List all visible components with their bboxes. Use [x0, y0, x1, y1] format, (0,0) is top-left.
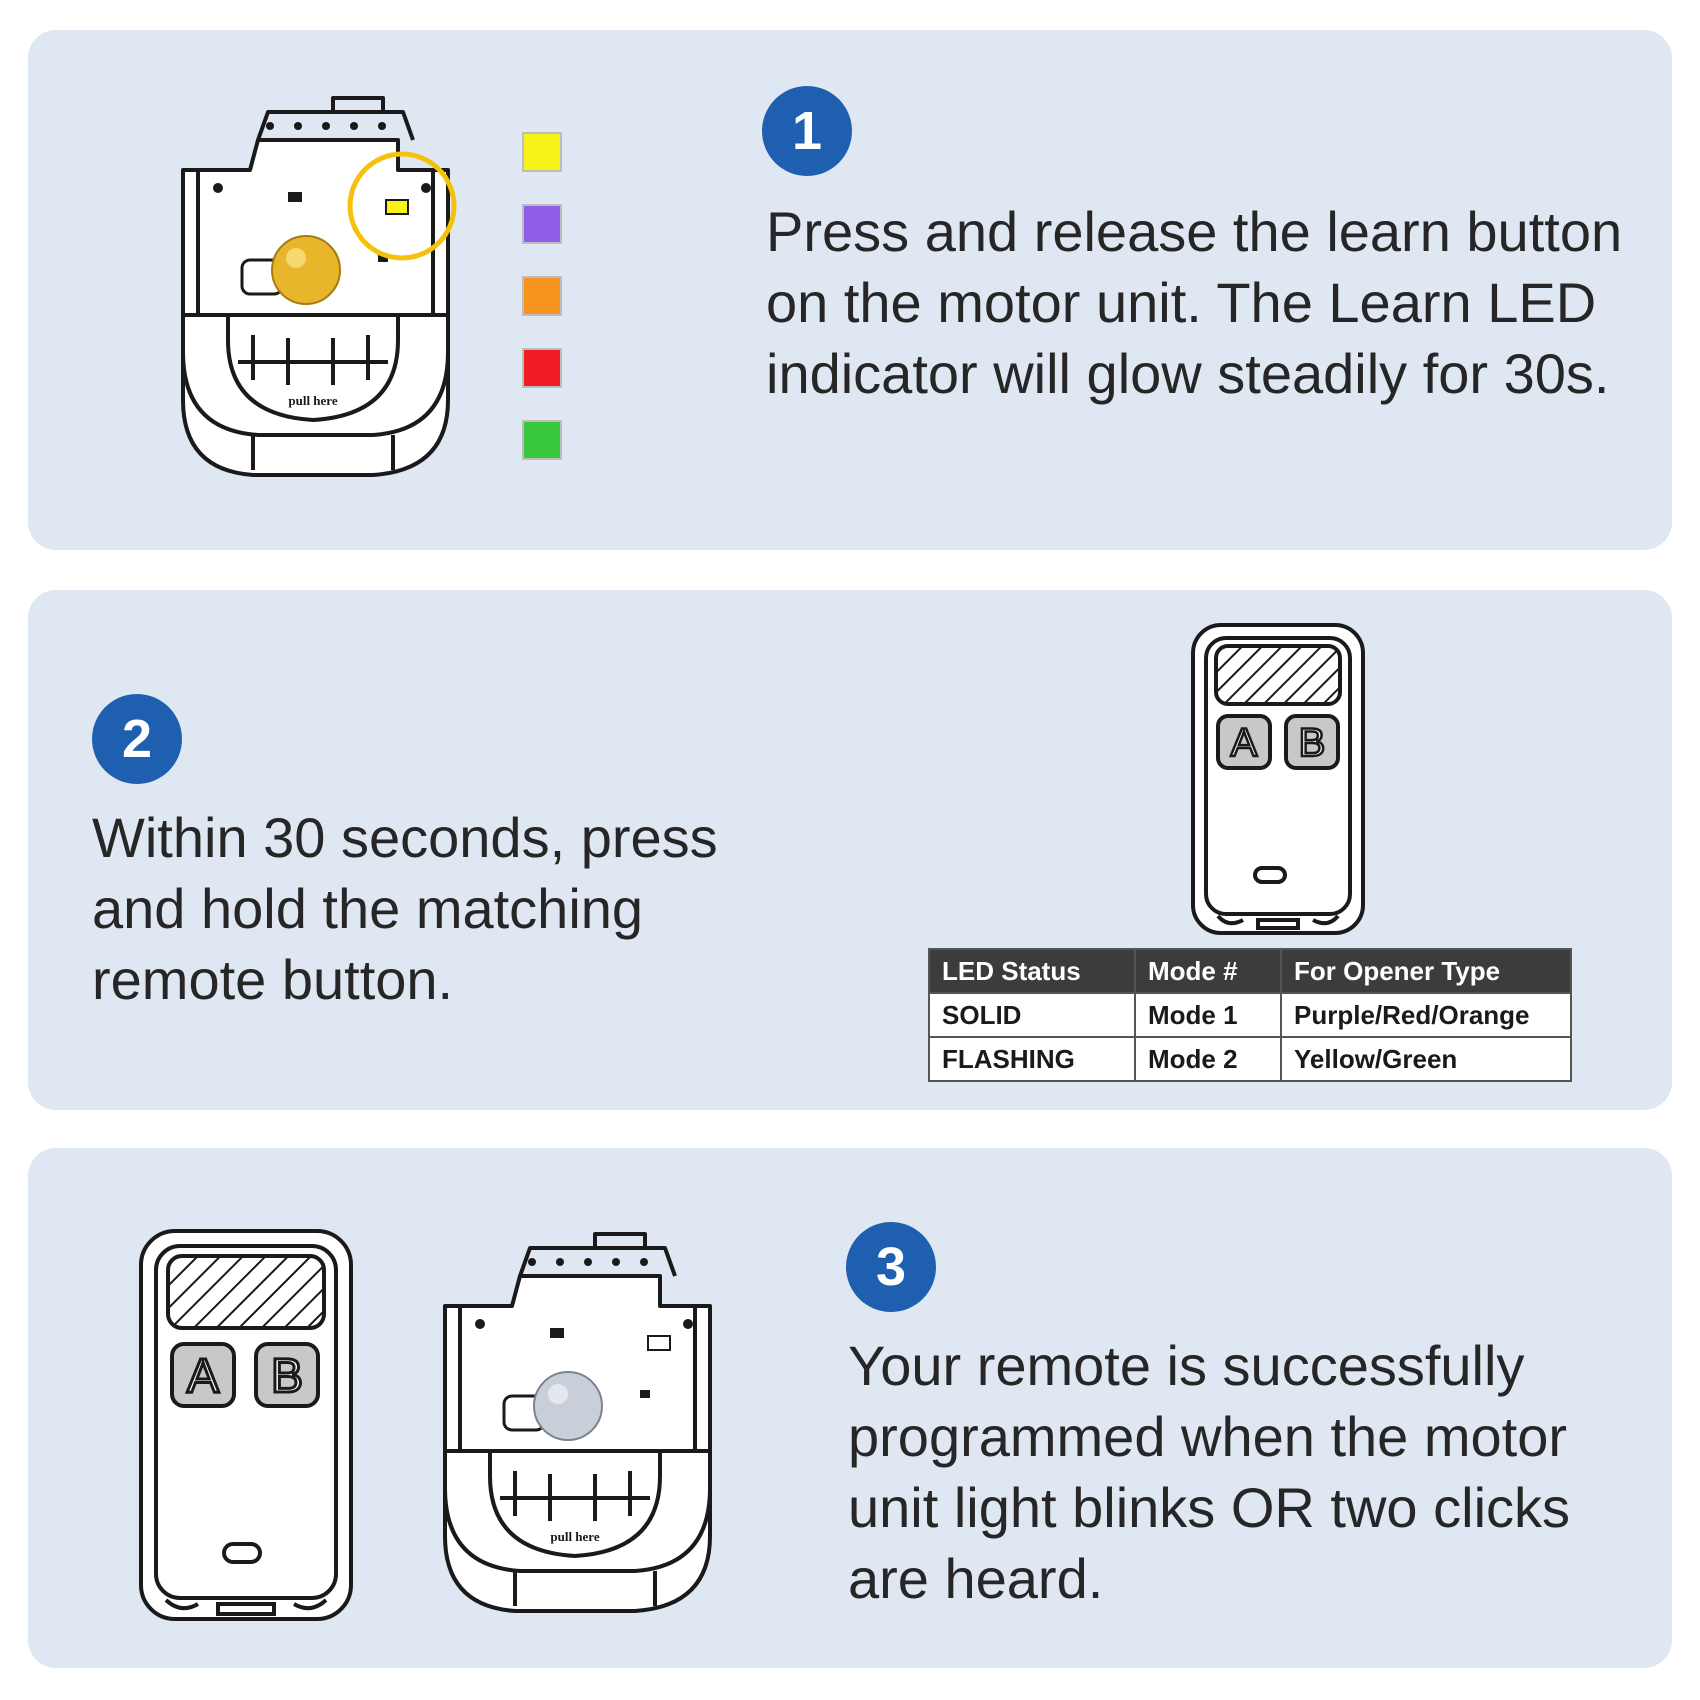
mode-cell: Mode 1 [1134, 992, 1282, 1038]
purple-learn-color-swatch [522, 204, 562, 244]
step-1-badge: 1 [762, 86, 852, 176]
table-header-row: LED Status Mode # For Opener Type [928, 948, 1572, 994]
led-mode-table: LED Status Mode # For Opener Type SOLID … [928, 948, 1572, 1082]
step-2-panel: 2 Within 30 seconds, press and hold the … [28, 590, 1672, 1110]
button-b: B [1284, 714, 1340, 770]
opener-type-cell: Purple/Red/Orange [1280, 992, 1572, 1038]
header-mode: Mode # [1134, 948, 1282, 994]
remote-illustration: A B [1191, 623, 1365, 935]
red-learn-color-swatch [522, 348, 562, 388]
table-row: SOLID Mode 1 Purple/Red/Orange [928, 992, 1572, 1038]
svg-text:A: A [187, 1350, 219, 1403]
step-1-instruction: Press and release the learn button on th… [766, 200, 1623, 405]
step-3-badge: 3 [846, 1222, 936, 1312]
motor-unit-illustration: pull here [181, 96, 457, 477]
button-a: A [1216, 714, 1272, 770]
pull-here-label: pull here [550, 1529, 599, 1544]
svg-text:A: A [1231, 721, 1258, 765]
learn-button-ring [347, 151, 457, 261]
pull-here-label: pull here [288, 393, 337, 408]
learn-button-highlight [385, 199, 409, 215]
step-1-panel: pull here 1 Press and release the learn … [28, 30, 1672, 550]
green-learn-color-swatch [522, 420, 562, 460]
button-b: B [254, 1342, 320, 1408]
step-3-panel: A B pull here 3 [28, 1148, 1672, 1668]
step-2-badge: 2 [92, 694, 182, 784]
motor-unit-illustration: pull here [443, 1232, 712, 1613]
mode-cell: Mode 2 [1134, 1036, 1282, 1082]
button-a: A [170, 1342, 236, 1408]
step-3-instruction: Your remote is successfully programmed w… [848, 1334, 1571, 1610]
bulb-lit [271, 235, 341, 305]
svg-text:B: B [1299, 721, 1326, 765]
opener-type-cell: Yellow/Green [1280, 1036, 1572, 1082]
yellow-learn-color-swatch [522, 132, 562, 172]
orange-learn-color-swatch [522, 276, 562, 316]
remote-illustration: A B [139, 1229, 353, 1621]
bulb-blinking [533, 1371, 603, 1441]
table-row: FLASHING Mode 2 Yellow/Green [928, 1036, 1572, 1082]
svg-text:B: B [271, 1350, 303, 1403]
led-status-cell: SOLID [928, 992, 1136, 1038]
header-opener-type: For Opener Type [1280, 948, 1572, 994]
header-led-status: LED Status [928, 948, 1136, 994]
led-status-cell: FLASHING [928, 1036, 1136, 1082]
step-2-instruction: Within 30 seconds, press and hold the ma… [92, 806, 718, 1011]
